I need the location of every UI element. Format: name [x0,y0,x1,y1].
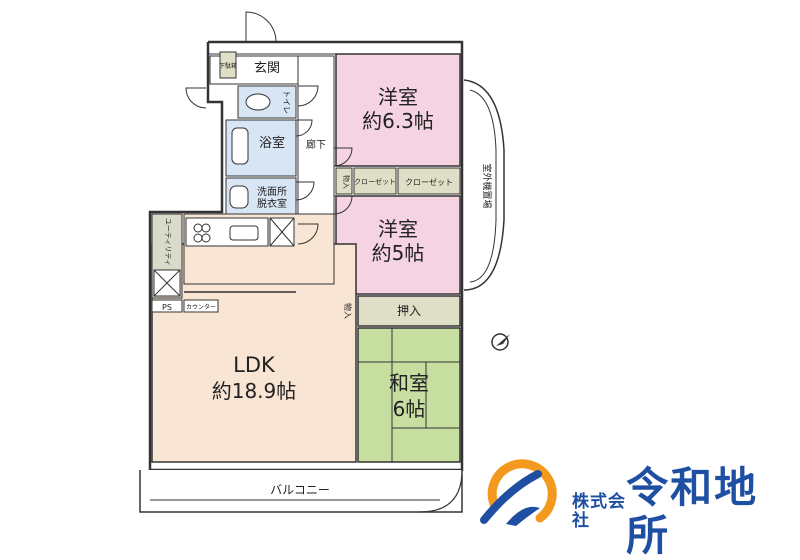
balcony-label: バルコニー [270,483,330,497]
balcony [139,470,463,513]
company-logo: 株式会社 令和地所 [480,458,796,560]
sink [229,225,259,241]
western-room-1-size: 約6.3帖 [362,109,434,133]
closet-large-label: クローゼット [405,177,453,187]
closet-large-area [397,167,461,195]
outdoor-unit-label: 室外機置場 [481,163,493,208]
storage-1-label: 物入 [342,175,351,189]
western-room-2-name: 洋室 [378,217,418,241]
company-main-name: 令和地所 [626,463,759,560]
closet-small-label: クローゼット [354,177,396,186]
toilet-label: トイレ [282,90,291,114]
outdoor-unit-area [463,79,505,291]
storage-1-area [335,167,353,195]
corridor-label: 廊下 [306,138,326,151]
japanese-room-name: 和室 [389,371,429,395]
closet-small-area [353,167,397,195]
ps-label: PS [162,303,172,312]
genkan-label: 玄関 [254,61,280,76]
ldk-size: 約18.9帖 [212,379,297,403]
western-room-1 [335,53,461,167]
getabako-area [219,51,237,79]
washroom-label-line1: 洗面所 [257,186,287,198]
counter-box [183,299,219,313]
japanese-room [357,327,461,463]
toilet-bowl [245,93,271,111]
floor-plan: 玄関 下駄箱 トイレ 浴室 洗面所 脱衣室 廊下 洋室 約6.3帖 物入 クロー… [139,11,510,513]
wash-basin [229,185,249,209]
company-prefix: 株式会社 [572,492,626,531]
western-room-1-name: 洋室 [378,85,418,109]
storage-2-label: 物入 [343,303,353,319]
stove-burners [193,223,211,243]
tatami-lines [358,328,460,462]
bathtub [231,127,249,165]
bath-label: 浴室 [259,135,285,151]
compass-north-arrow [491,333,510,351]
oshiire-label: 押入 [397,304,421,318]
utility-label: ユーティリティ [164,218,172,266]
washroom-label-line2: 脱衣室 [257,197,287,210]
ldk-name: LDK [233,353,276,377]
company-name: 株式会社 令和地所 [572,464,796,560]
ps-box [151,299,183,313]
company-logo-mark [480,459,557,526]
oshiire-area [357,295,461,327]
western-room-2-size: 約5帖 [372,241,425,265]
counter-label: カウンター [186,303,216,311]
getabako-label: 下駄箱 [219,62,237,70]
doors [185,11,353,245]
japanese-room-size: 6帖 [393,397,426,421]
